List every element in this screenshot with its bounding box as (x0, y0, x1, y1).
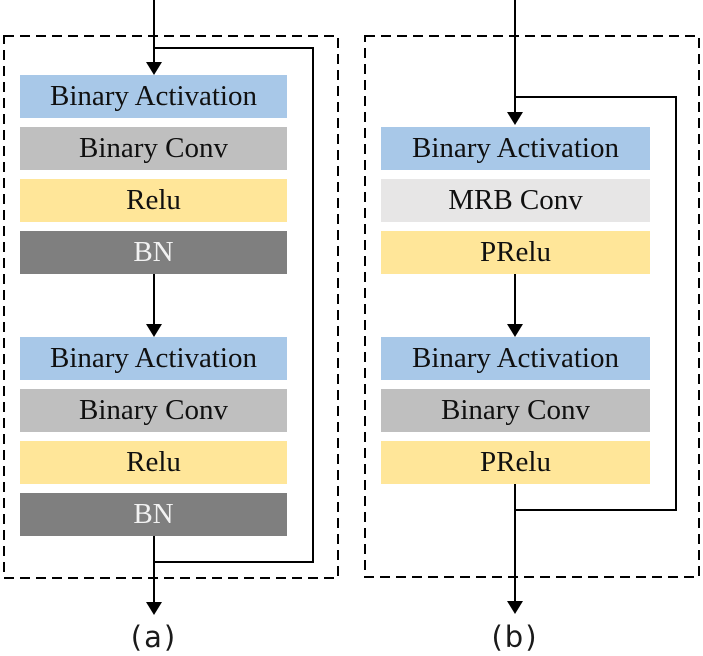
block-binary-activation: Binary Activation (381, 127, 650, 170)
panel-b-dashed-border (364, 35, 700, 578)
panel-b-input-arrowhead (507, 112, 523, 125)
block-prelu: PRelu (381, 441, 650, 484)
block-bn: BN (20, 493, 287, 536)
block-prelu: PRelu (381, 231, 650, 274)
panel-a-input-arrowhead (146, 62, 162, 75)
block-binary-conv: Binary Conv (381, 389, 650, 432)
panel-b-skip-connection (515, 96, 677, 511)
panel-a-dashed-border (3, 35, 339, 579)
panel-b-output-arrowhead (507, 601, 523, 614)
block-binary-conv: Binary Conv (20, 389, 287, 432)
panel-a-output-arrowhead (146, 602, 162, 615)
block-binary-conv: Binary Conv (20, 127, 287, 170)
panel-b-caption: (b) (491, 620, 539, 654)
panel-a-skip-connection (154, 47, 314, 563)
panel-a-caption: (a) (130, 620, 178, 654)
panel-a-mid-arrowhead (146, 324, 162, 337)
block-binary-activation: Binary Activation (381, 337, 650, 380)
panel-b-mid-arrowhead (507, 324, 523, 337)
block-relu: Relu (20, 179, 287, 222)
block-bn: BN (20, 231, 287, 274)
block-relu: Relu (20, 441, 287, 484)
block-binary-activation: Binary Activation (20, 75, 287, 118)
block-mrb-conv: MRB Conv (381, 179, 650, 222)
block-binary-activation: Binary Activation (20, 337, 287, 380)
